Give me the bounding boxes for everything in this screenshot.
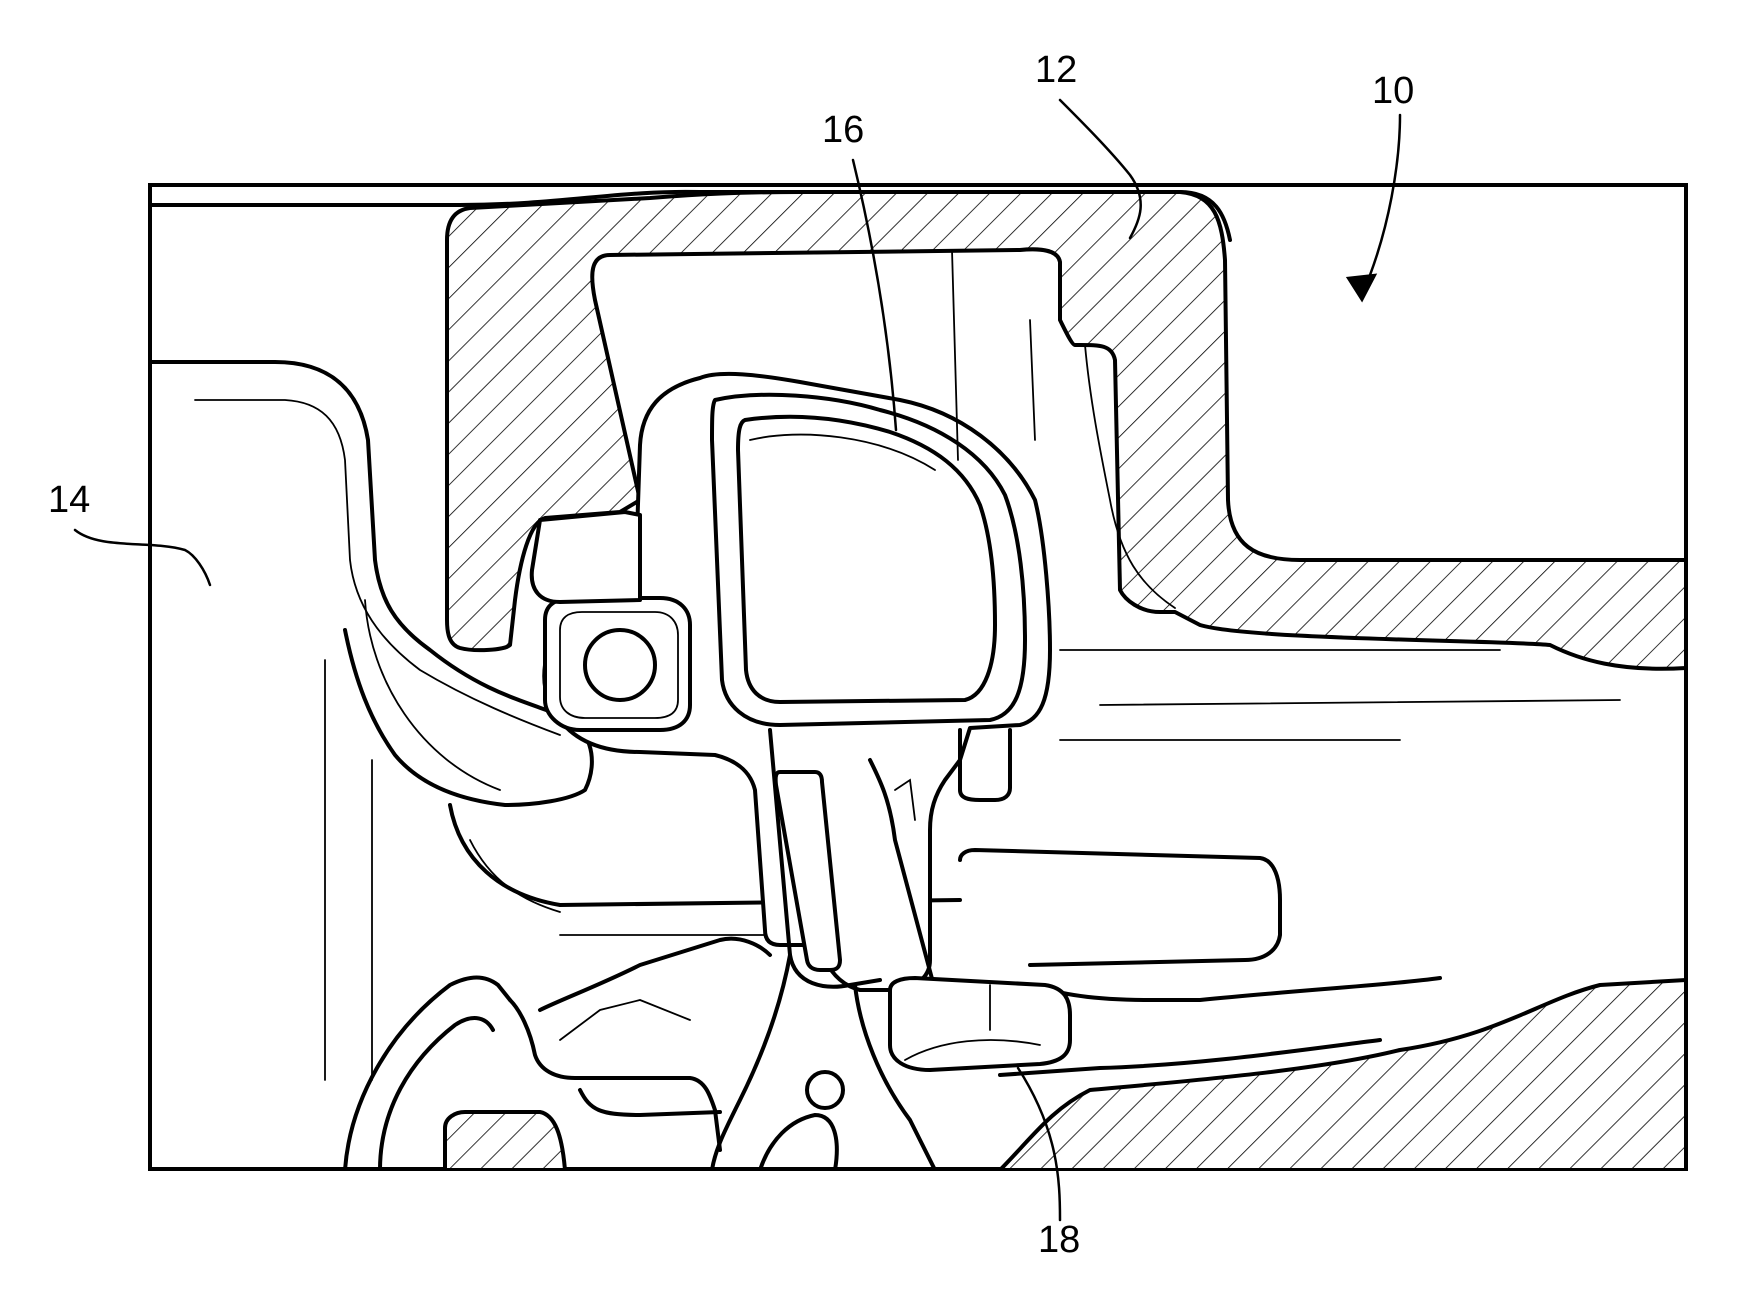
ref-label-16: 16 xyxy=(822,109,864,151)
ref-label-18: 18 xyxy=(1038,1219,1080,1261)
actuator-block-18 xyxy=(890,978,1070,1070)
upper-insert xyxy=(532,512,640,602)
ref-label-10: 10 xyxy=(1372,70,1414,112)
pivot-pin xyxy=(585,630,655,700)
ref-label-12: 12 xyxy=(1035,49,1077,91)
ref-label-14: 14 xyxy=(48,479,90,521)
lower-left-block xyxy=(445,1112,565,1170)
